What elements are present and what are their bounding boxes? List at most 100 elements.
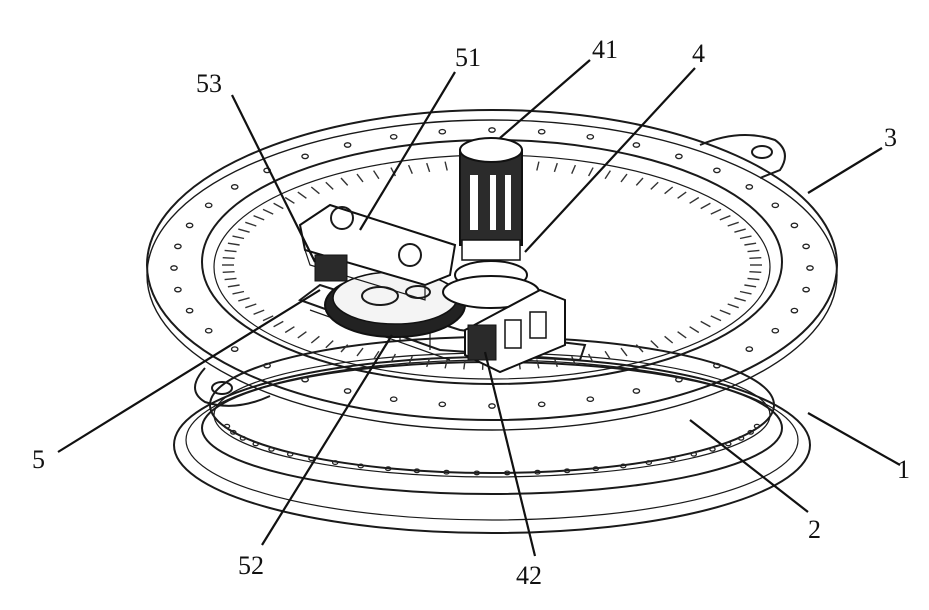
label-3: 3 [884,123,897,152]
flange-hole [791,308,797,312]
bearing-ring-holes [224,424,759,474]
gear-tooth [711,209,721,214]
bearing-hole [670,457,675,461]
small-pinion [315,255,347,281]
flange-hole [175,244,181,248]
gear-tooth [225,278,237,279]
flange-hole [171,266,177,270]
gear-tooth [711,316,721,321]
gear-tooth [263,209,273,214]
bearing-hole [288,452,293,456]
gear-tooth [311,187,319,194]
planet-gear [325,272,465,337]
gear-tooth [651,182,658,189]
label-1: 1 [897,455,910,484]
bearing-hole [269,448,274,452]
gear-tooth [636,345,643,352]
flange-hole [746,347,752,351]
gear-tooth [651,341,658,348]
gear-tooth [749,272,761,273]
gear-tooth [748,250,760,251]
flange-hole [587,397,593,401]
gear-tooth [621,174,627,182]
flange-hole [439,402,445,406]
flange-hole [391,135,397,139]
gear-tooth [285,327,294,333]
flange-hole [633,143,639,147]
gear-tooth [690,327,699,333]
flange-hole [302,154,308,158]
gear-tooth [245,222,256,226]
gear-tooth [357,174,363,182]
gear-tooth [357,348,363,356]
flange-hole [539,130,545,134]
gear-tooth [409,165,413,174]
flange-hole [186,223,192,227]
gear-tooth [734,229,745,232]
gear-tooth [589,168,594,176]
flange-hole [344,143,350,147]
flange-hole [232,185,238,189]
gear-tooth [537,162,539,171]
flange-hole [186,308,192,312]
flange-hole [344,389,350,393]
gear-tooth [748,278,760,279]
label-51: 51 [455,43,481,72]
gear-tooth [223,258,235,259]
flange-hole [772,329,778,333]
label-4: 4 [692,39,705,68]
gear-tooth [701,203,711,208]
gear-tooth [311,336,319,343]
gear-tooth [678,332,687,338]
gear-tooth [254,310,265,314]
label-5: 5 [32,445,45,474]
gear-tooth [298,332,307,338]
gear-tooth [374,171,379,179]
gear-tooth [734,298,745,301]
gear-tooth [720,216,731,220]
gear-tooth [728,222,739,226]
flange-hole [676,154,682,158]
gear-tooth [749,258,761,259]
gear-tooth [238,298,249,301]
gear-tooth [720,310,731,314]
gear-tooth [254,216,265,220]
gear-tooth [298,192,307,198]
bearing-hole [691,452,696,456]
flange-hole [791,223,797,227]
gear-tooth [636,178,643,185]
gear-tooth [690,198,699,204]
flange-hole [587,135,593,139]
gear-tooth [701,321,711,326]
gear-tooth [225,250,237,251]
bearing-hole [253,442,258,446]
bearing-hole [309,457,314,461]
gear-tooth [238,229,249,232]
gear-tooth [740,292,752,294]
label-42: 42 [516,561,542,590]
gear-tooth [621,348,627,356]
flange-hole [206,203,212,207]
flange-hole [232,347,238,351]
gear-tooth [744,285,756,287]
label-41: 41 [592,35,618,64]
gear-tooth [233,292,245,294]
flange-hole [391,397,397,401]
gear-tooth [744,243,756,245]
gear-tooth [572,165,576,174]
motor [443,138,539,308]
flange-hole [807,266,813,270]
flange-hole [746,185,752,189]
gear-tooth [605,171,610,179]
gear-tooth [740,236,752,238]
gear-tooth [228,243,240,245]
gear-tooth [665,336,673,343]
bearing-hole [710,448,715,452]
flange-hole [439,130,445,134]
label-52: 52 [238,551,264,580]
label-53: 53 [196,69,222,98]
bearing-hole [726,442,731,446]
gear-tooth [274,321,284,326]
